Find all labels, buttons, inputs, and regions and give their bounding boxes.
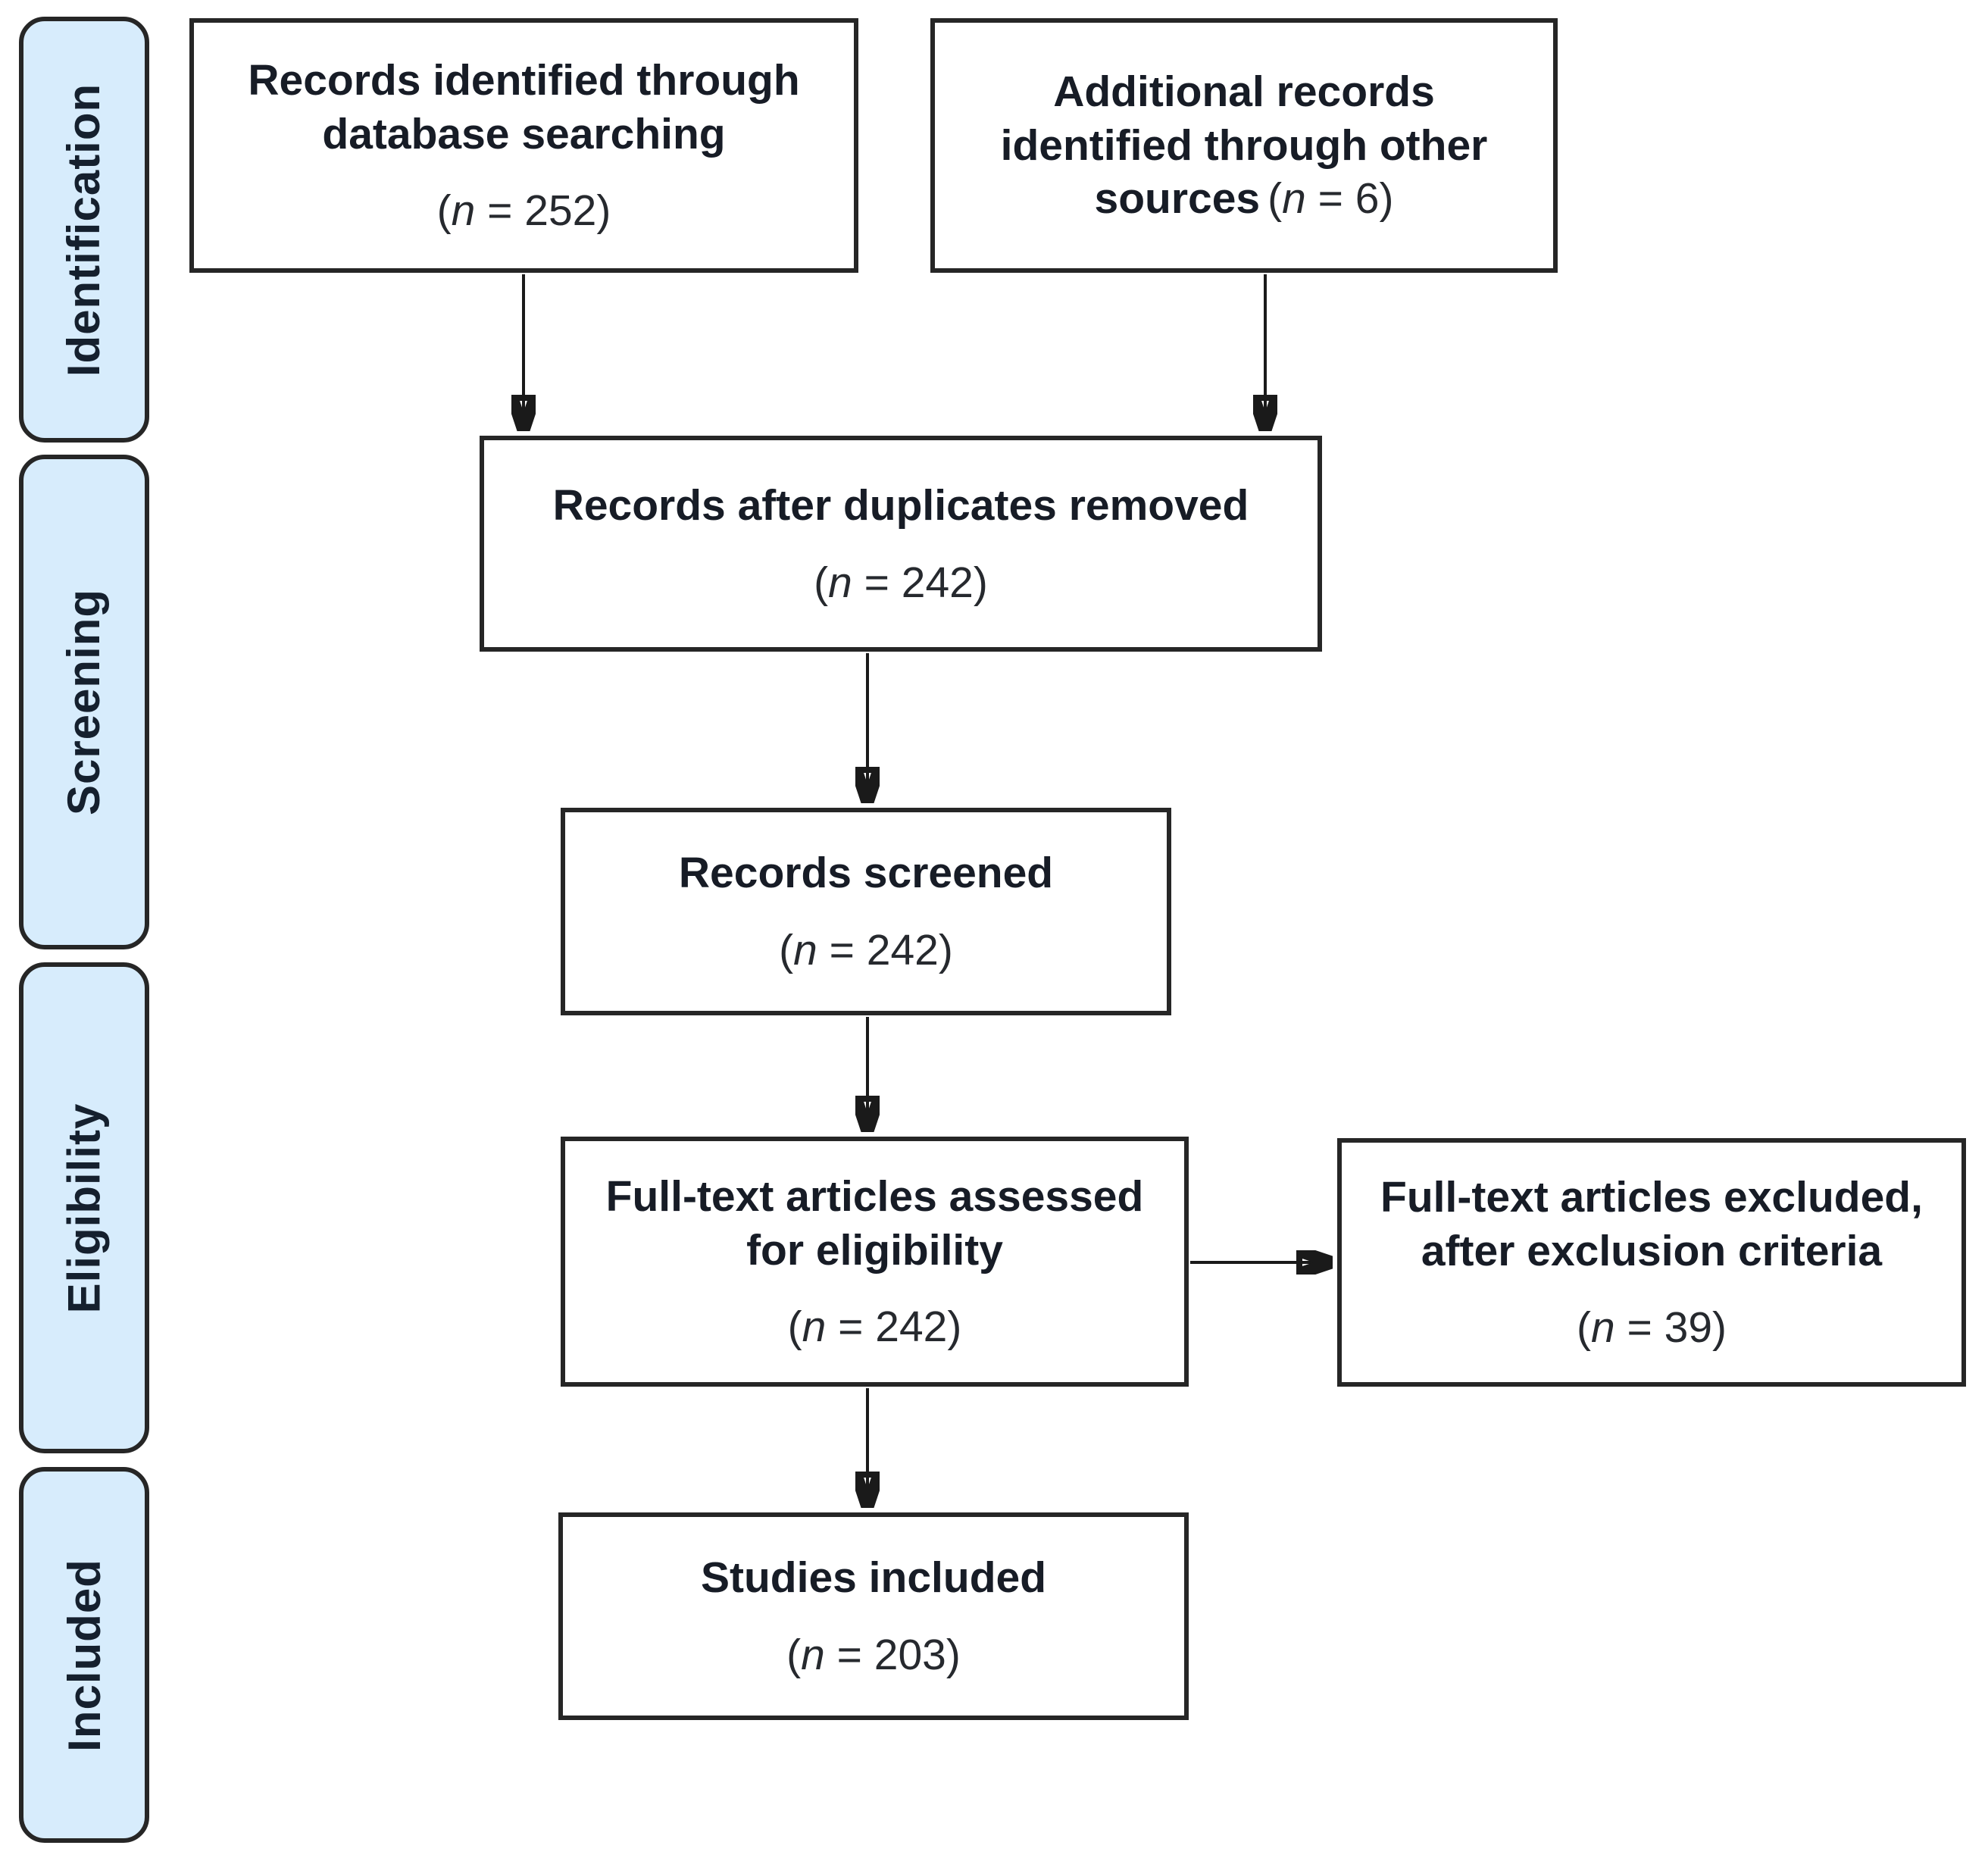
node-count: (n = 242) [779,924,953,976]
node-additional-records: Additional records identified through ot… [930,18,1558,273]
count-variable: n [828,558,852,607]
node-count: (n = 242) [788,1301,962,1353]
node-label: Full-text articles excluded, after exclu… [1380,1171,1923,1278]
count-value: = 39) [1614,1303,1727,1353]
label-line: Records screened [678,849,1054,898]
count-value: = 242) [817,926,953,975]
label-line: Records identified through [248,56,800,105]
count-open: ( [786,1631,802,1680]
node-records-screened: Records screened (n = 242) [561,808,1171,1015]
node-count: (n = 203) [786,1629,961,1681]
node-fulltext-assessed: Full-text articles assessed for eligibil… [561,1137,1189,1387]
count-variable: n [1590,1303,1615,1353]
node-duplicates-removed: Records after duplicates removed (n = 24… [480,436,1322,652]
label-line: Additional records [1053,67,1435,116]
count-open: ( [436,186,452,236]
count-value: = 203) [824,1631,961,1680]
label-line: Records after duplicates removed [552,480,1249,530]
count-open: ( [1576,1303,1591,1353]
node-count: (n = 6) [1268,174,1393,223]
node-label: Records after duplicates removed [553,479,1249,533]
label-line: sources(n = 6) [1094,174,1394,224]
node-label: Records identified through database sear… [248,54,799,161]
label-line: for eligibility [746,1225,1003,1275]
count-value: = 242) [852,558,988,607]
stage-identification: Identification [19,17,149,443]
count-open: ( [1268,174,1283,224]
node-label: Additional records identified through ot… [1001,65,1488,226]
node-label: Full-text articles assessed for eligibil… [606,1170,1144,1277]
stage-label-included: Included [58,1558,110,1752]
label-line: database searching [322,109,726,158]
node-fulltext-excluded: Full-text articles excluded, after exclu… [1337,1138,1966,1387]
count-open: ( [814,558,829,607]
count-open: ( [787,1303,802,1352]
stage-label-identification: Identification [58,83,110,377]
count-variable: n [1282,174,1306,224]
count-value: = 252) [475,186,611,236]
stage-label-screening: Screening [58,588,110,816]
label-line: Studies included [700,1553,1047,1603]
count-variable: n [802,1303,827,1352]
label-line: identified through other [1000,120,1488,170]
node-label: Studies included [701,1551,1046,1605]
stage-eligibility: Eligibility [19,962,149,1453]
label-line: Full-text articles assessed [605,1172,1144,1221]
label-line: Full-text articles excluded, [1380,1173,1923,1222]
node-count: (n = 252) [437,185,611,236]
count-value: = 242) [826,1303,962,1352]
node-records-identified: Records identified through database sear… [189,18,858,273]
stage-label-eligibility: Eligibility [58,1103,110,1313]
node-label: Records screened [679,846,1053,900]
label-line: after exclusion criteria [1421,1226,1883,1275]
stage-screening: Screening [19,455,149,949]
node-count: (n = 242) [814,557,988,608]
count-variable: n [801,1631,825,1680]
node-studies-included: Studies included (n = 203) [558,1512,1189,1720]
count-variable: n [451,186,476,236]
count-value: = 6) [1305,174,1394,224]
node-count: (n = 39) [1577,1302,1727,1353]
stage-included: Included [19,1467,149,1843]
count-variable: n [793,926,817,975]
count-open: ( [779,926,794,975]
